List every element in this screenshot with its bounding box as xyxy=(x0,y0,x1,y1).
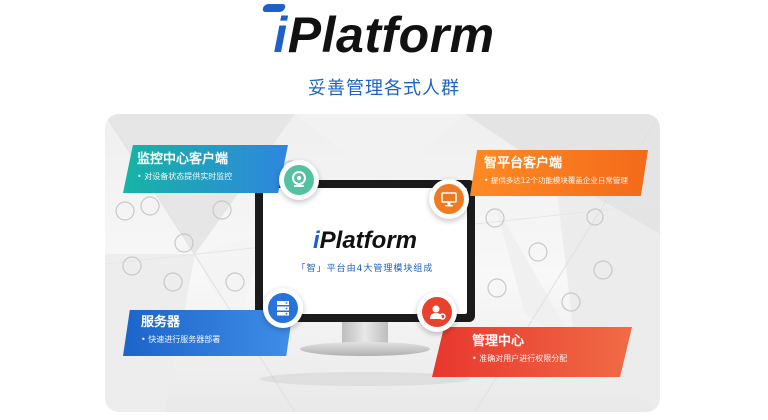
server-rack-icon xyxy=(263,288,303,328)
faint-person-icon xyxy=(485,208,505,228)
faint-form-icon xyxy=(174,233,194,253)
page-subtitle: 妥善管理各式人群 xyxy=(308,78,460,99)
logo-prefix: i xyxy=(273,7,288,63)
faint-building-icon xyxy=(212,200,232,220)
management-center-desc: • 准确对用户进行权限分配 xyxy=(472,354,568,363)
monitor-client-banner: 监控中心客户端 • 对设备状态提供实时监控 xyxy=(123,145,288,193)
monitor-shadow xyxy=(260,372,470,386)
faint-list-icon xyxy=(487,278,507,298)
faint-clock-icon xyxy=(163,272,183,292)
desktop-monitor-icon xyxy=(429,179,469,219)
faint-key-icon xyxy=(225,272,245,292)
smart-client-title: 智平台客户端 xyxy=(484,156,563,171)
monitor-client-desc: • 对设备状态提供实时监控 xyxy=(137,172,233,181)
server-desc: • 快速进行服务器部署 xyxy=(141,335,221,344)
faint-doc-icon xyxy=(122,256,142,276)
smart-client-banner: 智平台客户端 • 提供多达12个功能模块覆盖企业日常管理 xyxy=(470,150,648,196)
management-center-banner: 管理中心 • 准确对用户进行权限分配 xyxy=(432,327,632,377)
monitor-stand-neck xyxy=(342,322,388,344)
monitor-stand-base xyxy=(300,342,430,356)
faint-eye-icon xyxy=(593,260,613,280)
webcam-icon xyxy=(279,160,319,200)
logo-text: Platform xyxy=(287,7,495,63)
screen-logo-prefix: i xyxy=(312,226,320,254)
monitor-client-title: 监控中心客户端 xyxy=(137,152,229,167)
smart-client-desc: • 提供多达12个功能模块覆盖企业日常管理 xyxy=(484,176,628,185)
screen-caption: 「智」平台由4大管理模块组成 xyxy=(296,263,434,274)
iplatform-logo: iPlatform xyxy=(0,0,768,70)
screen-logo: iPlatform xyxy=(312,226,418,254)
faint-users-icon xyxy=(528,242,548,262)
faint-group-icon xyxy=(140,196,160,216)
faint-guard-icon xyxy=(561,292,581,312)
management-center-title: 管理中心 xyxy=(472,334,525,349)
logo-wordmark: iPlatform xyxy=(261,4,495,63)
user-gear-icon xyxy=(417,292,457,332)
screen-logo-text: Platform xyxy=(319,226,418,254)
faint-people-icon xyxy=(115,201,135,221)
faint-cup-icon xyxy=(586,208,604,226)
server-title: 服务器 xyxy=(141,315,181,330)
